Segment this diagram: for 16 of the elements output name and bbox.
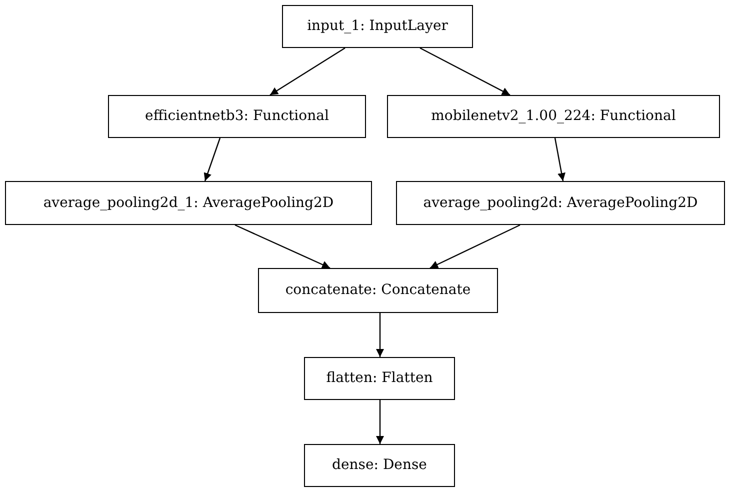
layer-box: input_1: InputLayer: [282, 5, 473, 48]
layer-box: efficientnetb3: Functional: [108, 95, 366, 138]
arrow: [554, 138, 566, 182]
layer-box: flatten: Flatten: [304, 357, 455, 400]
layer-box: average_pooling2d: AveragePooling2D: [396, 181, 725, 225]
layer-box: dense: Dense: [304, 444, 455, 487]
arrow: [234, 224, 330, 269]
arrow: [430, 224, 520, 269]
arrow: [420, 47, 510, 96]
layer-box: average_pooling2d_1: AveragePooling2D: [5, 181, 372, 225]
arrow: [204, 138, 221, 182]
arrow: [270, 48, 346, 96]
layer-box: concatenate: Concatenate: [258, 268, 498, 313]
arrow: [376, 400, 384, 444]
layer-box: mobilenetv2_1.00_224: Functional: [387, 95, 720, 138]
arrow: [376, 313, 384, 357]
